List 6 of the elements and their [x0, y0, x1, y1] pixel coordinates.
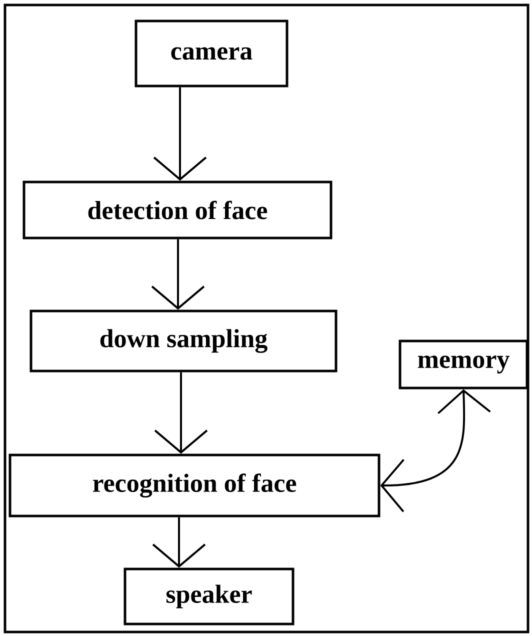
process-box: recognition of face [8, 454, 380, 518]
process-box: memory [398, 340, 528, 390]
process-box: detection of face [22, 180, 332, 240]
process-box: down sampling [30, 310, 338, 372]
process-box: speaker [124, 568, 294, 626]
process-box: camera [134, 20, 288, 88]
